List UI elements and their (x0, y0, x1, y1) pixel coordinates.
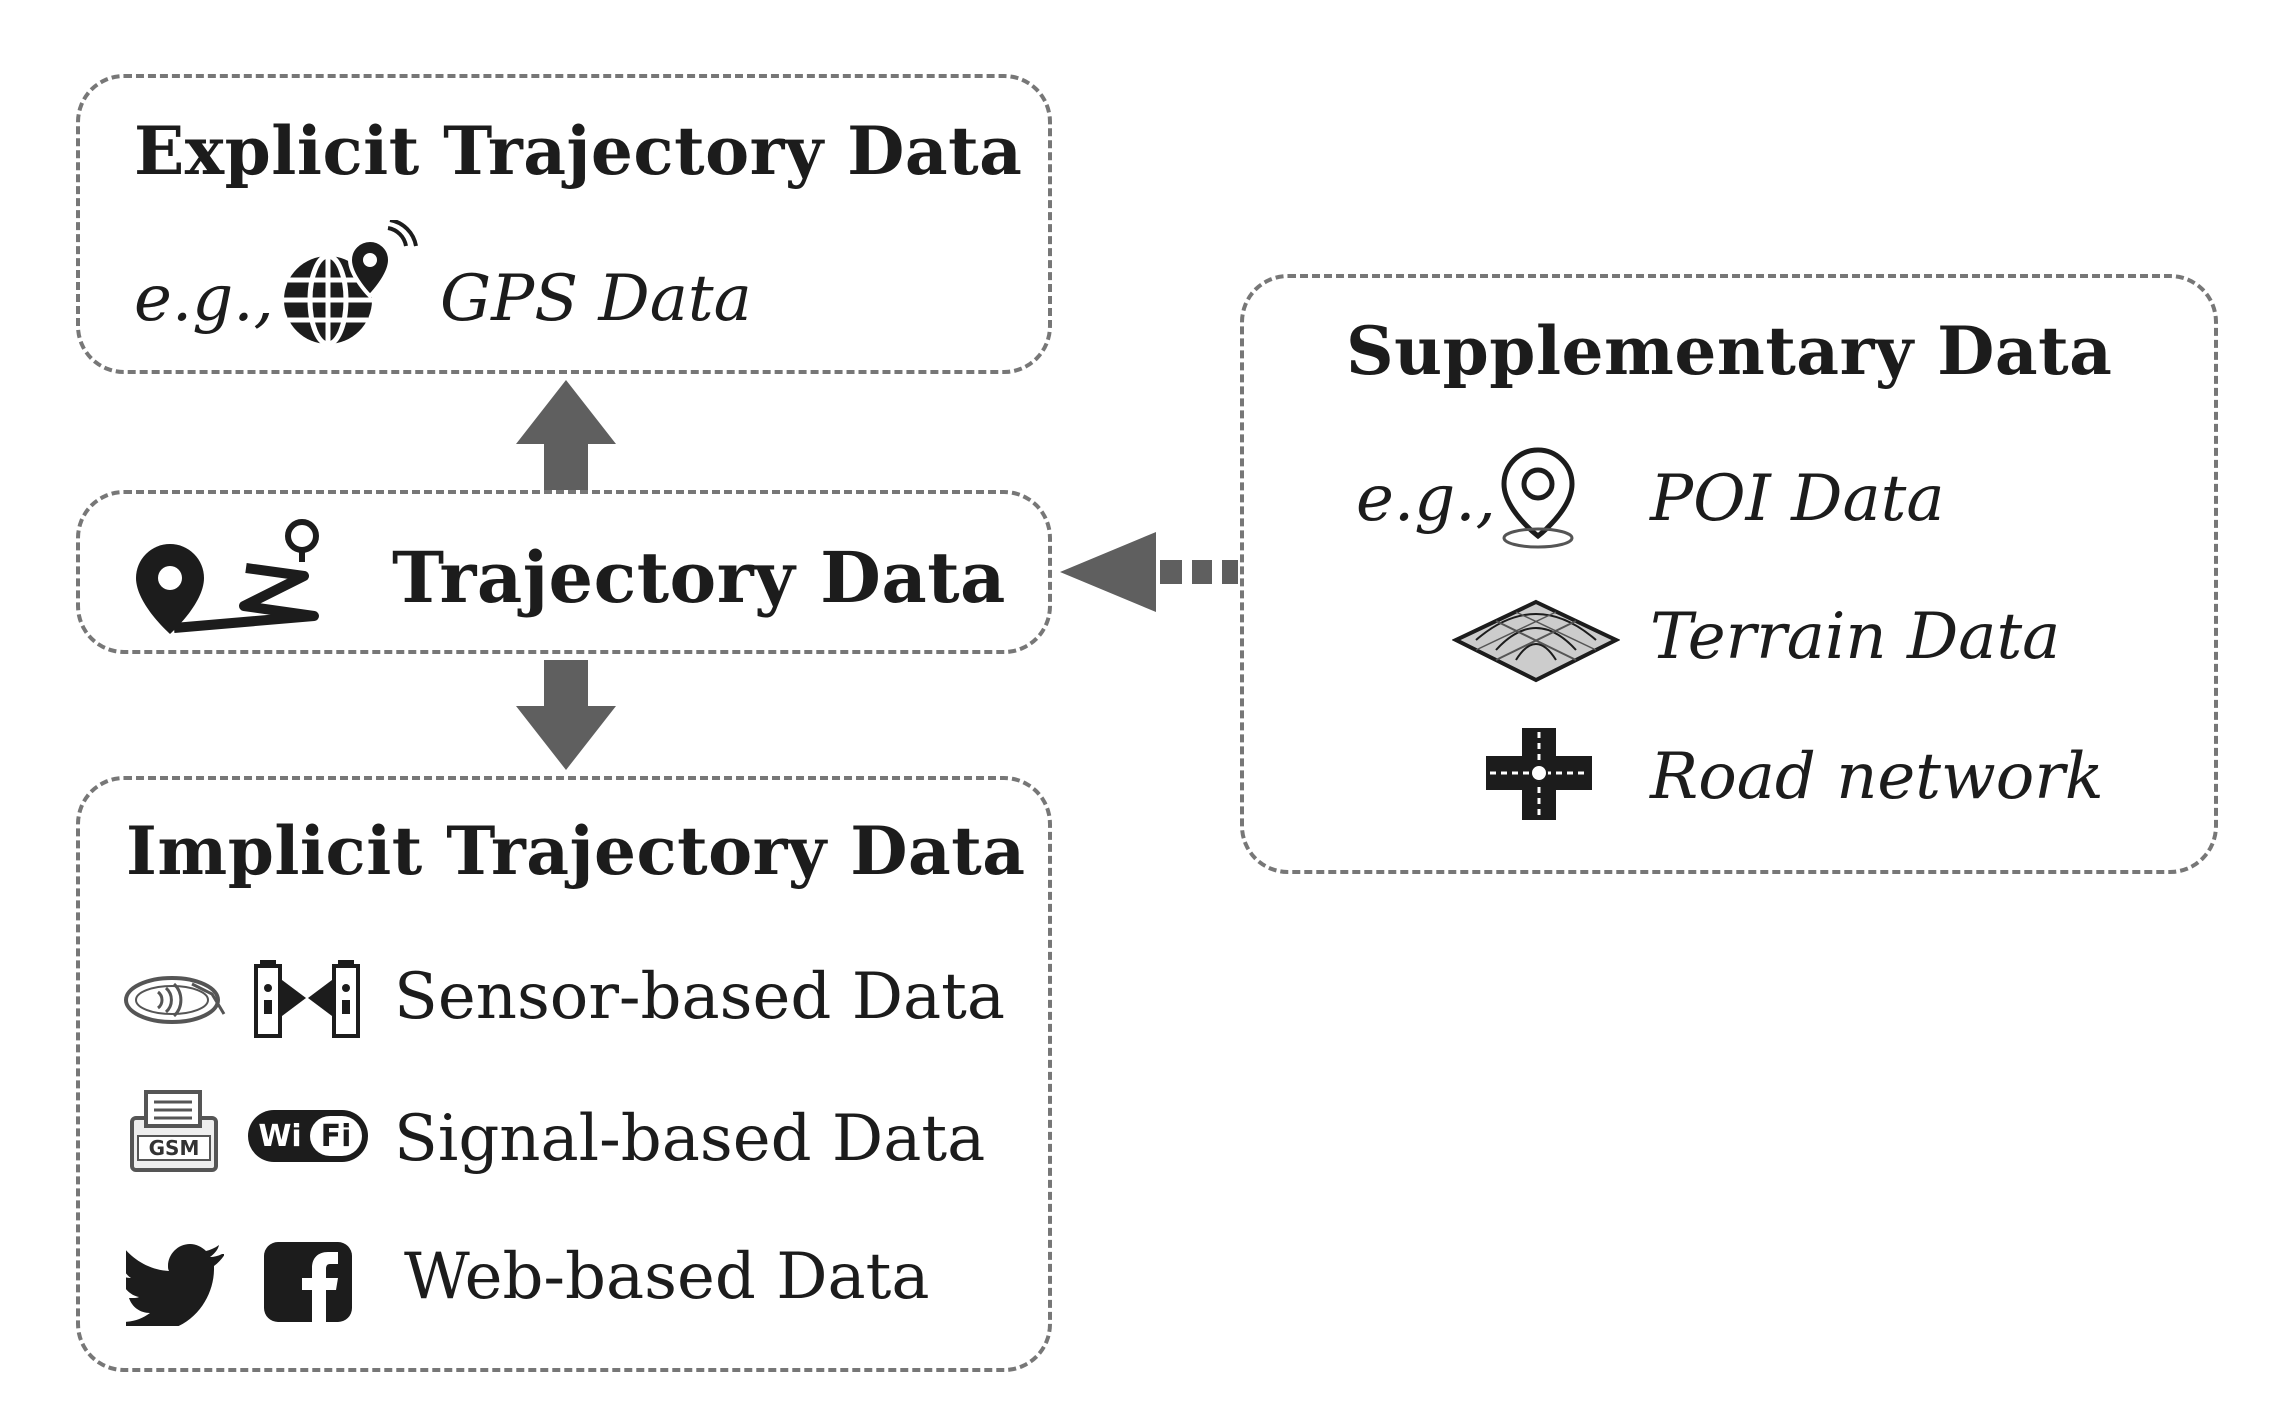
trajectory-route-icon (134, 516, 324, 636)
poi-pin-icon (1490, 444, 1586, 550)
gps-globe-icon (278, 220, 418, 350)
sensor-based-label: Sensor-based Data (394, 960, 1006, 1034)
gsm-text: GSM (149, 1136, 200, 1160)
signal-based-label: Signal-based Data (394, 1102, 986, 1176)
supplementary-box (1240, 274, 2218, 874)
supplementary-title: Supplementary Data (1346, 312, 2113, 390)
gsm-phone-icon: GSM (128, 1090, 224, 1178)
supplementary-eg-label: e.g., (1356, 462, 1496, 536)
implicit-trajectory-box (76, 776, 1052, 1372)
trajectory-title: Trajectory Data (392, 536, 1006, 619)
gps-data-label: GPS Data (440, 262, 752, 336)
terrain-data-label: Terrain Data (1650, 600, 2061, 674)
nfc-card-icon (122, 970, 232, 1030)
arrow-down-icon (516, 660, 616, 770)
twitter-bird-icon (126, 1244, 224, 1326)
road-intersection-icon (1484, 726, 1594, 822)
terrain-mesh-icon (1452, 598, 1620, 684)
poi-data-label: POI Data (1650, 462, 1945, 536)
explicit-trajectory-title: Explicit Trajectory Data (134, 112, 1023, 190)
turnstile-gate-icon (252, 960, 362, 1040)
arrow-up-icon (516, 380, 616, 490)
web-based-label: Web-based Data (404, 1240, 930, 1314)
explicit-trajectory-box (76, 74, 1052, 374)
wifi-logo-icon: Wi Fi (246, 1106, 370, 1166)
svg-text:Wi: Wi (258, 1119, 301, 1154)
road-network-label: Road network (1650, 740, 2104, 814)
facebook-logo-icon (262, 1240, 354, 1324)
explicit-eg-label: e.g., (134, 262, 274, 336)
trajectory-box (76, 490, 1052, 654)
implicit-trajectory-title: Implicit Trajectory Data (126, 812, 1026, 890)
arrow-left-dashed-icon (1060, 532, 1240, 612)
svg-text:Fi: Fi (321, 1119, 352, 1154)
